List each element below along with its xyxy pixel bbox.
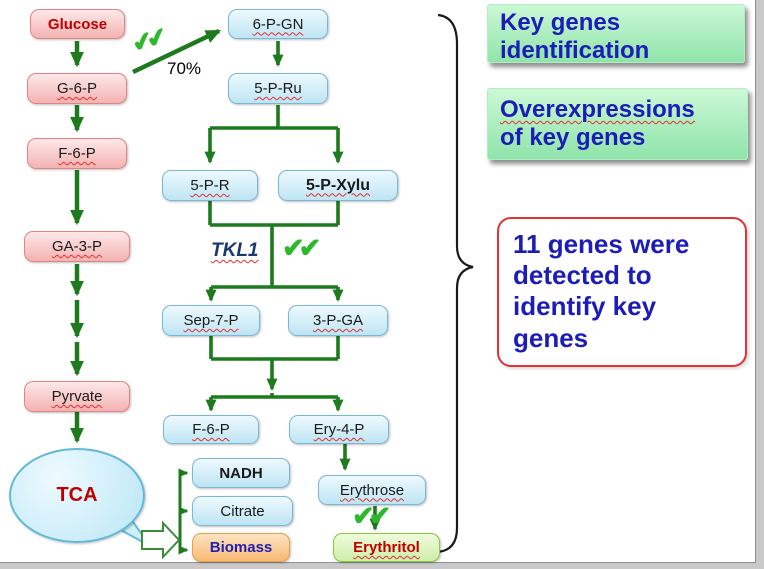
- percent-70-label: 70%: [167, 59, 202, 78]
- node-3pga-label: 3-P-GA: [312, 312, 363, 329]
- callout-overexpressions-line1: Overexpressions: [500, 96, 695, 123]
- node-citrate-label: Citrate: [220, 502, 265, 520]
- node-f6p-mid: F-6-P: [163, 415, 259, 444]
- node-g6p-label: G-6-P: [56, 80, 97, 97]
- tca-block-arrow: [141, 520, 181, 560]
- callout-11-genes-line1: 11 genes were: [513, 229, 690, 259]
- node-citrate: Citrate: [192, 496, 293, 526]
- node-sep7p: Sep-7-P: [162, 305, 260, 336]
- tkl1-gene-label: TKL1: [211, 240, 259, 261]
- node-3pga: 3-P-GA: [288, 305, 388, 336]
- check-marks-erythritol: ✔✔: [352, 501, 391, 531]
- node-glucose-label: Glucose: [47, 15, 108, 33]
- node-nadh-label: NADH: [219, 464, 263, 482]
- curly-brace: [437, 13, 474, 554]
- node-erythrose: Erythrose: [318, 475, 426, 505]
- node-5pru: 5-P-Ru: [228, 73, 328, 104]
- slide-canvas: Glucose G-6-P F-6-P GA-3-P Pyrvate TCA 6…: [0, 0, 756, 563]
- callout-11-genes-line4: genes: [513, 322, 589, 353]
- node-ga3p: GA-3-P: [24, 231, 130, 262]
- node-ga3p-label: GA-3-P: [51, 238, 102, 255]
- callout-key-genes-line1: Key genes: [500, 9, 621, 36]
- node-5pr: 5-P-R: [162, 170, 258, 201]
- node-5pxylu-label: 5-P-Xylu: [305, 176, 370, 194]
- node-erythrose-label: Erythrose: [339, 481, 405, 499]
- node-ery4p-label: Ery-4-P: [313, 421, 365, 438]
- node-erythritol-label: Erythritol: [353, 539, 420, 556]
- node-ery4p: Ery-4-P: [289, 415, 389, 444]
- callout-11-genes-line3: identify key: [513, 291, 657, 322]
- node-erythritol: Erythritol: [333, 533, 440, 562]
- node-tca-label: TCA: [56, 484, 98, 506]
- node-6pgn-label: 6-P-GN: [252, 15, 304, 33]
- node-sep7p-label: Sep-7-P: [183, 312, 239, 329]
- node-biomass-label: Biomass: [209, 539, 273, 556]
- ppp-network-arrows: [204, 41, 381, 531]
- check-marks-70pct: ✔✔: [128, 23, 166, 59]
- node-glucose: Glucose: [30, 9, 125, 39]
- node-nadh: NADH: [192, 458, 290, 488]
- callout-key-genes-line2: identification: [500, 37, 650, 65]
- callout-overexpressions-line2: of key genes: [500, 124, 646, 152]
- node-6pgn: 6-P-GN: [228, 9, 328, 39]
- node-pyrvate-label: Pyrvate: [51, 388, 103, 405]
- callout-11-genes-detected: 11 genes were detected to identify key g…: [497, 217, 747, 367]
- node-pyrvate: Pyrvate: [24, 381, 130, 412]
- node-biomass: Biomass: [192, 533, 290, 562]
- node-5pxylu: 5-P-Xylu: [278, 170, 398, 201]
- callout-11-genes-line2: detected to: [513, 260, 652, 291]
- node-5pr-label: 5-P-R: [190, 177, 230, 194]
- callout-key-genes-identification: Key genes identification: [487, 4, 745, 65]
- node-g6p: G-6-P: [27, 73, 127, 104]
- node-tca: TCA: [9, 448, 145, 543]
- check-marks-tkl1: ✔✔: [282, 233, 321, 263]
- callout-overexpressions: Overexpressions of key genes: [487, 88, 748, 160]
- node-f6p-left: F-6-P: [27, 138, 127, 169]
- node-f6p-left-label: F-6-P: [58, 145, 96, 162]
- node-5pru-label: 5-P-Ru: [254, 80, 302, 97]
- tca-outputs-bracket: [178, 468, 189, 555]
- node-f6p-mid-label: F-6-P: [192, 421, 230, 438]
